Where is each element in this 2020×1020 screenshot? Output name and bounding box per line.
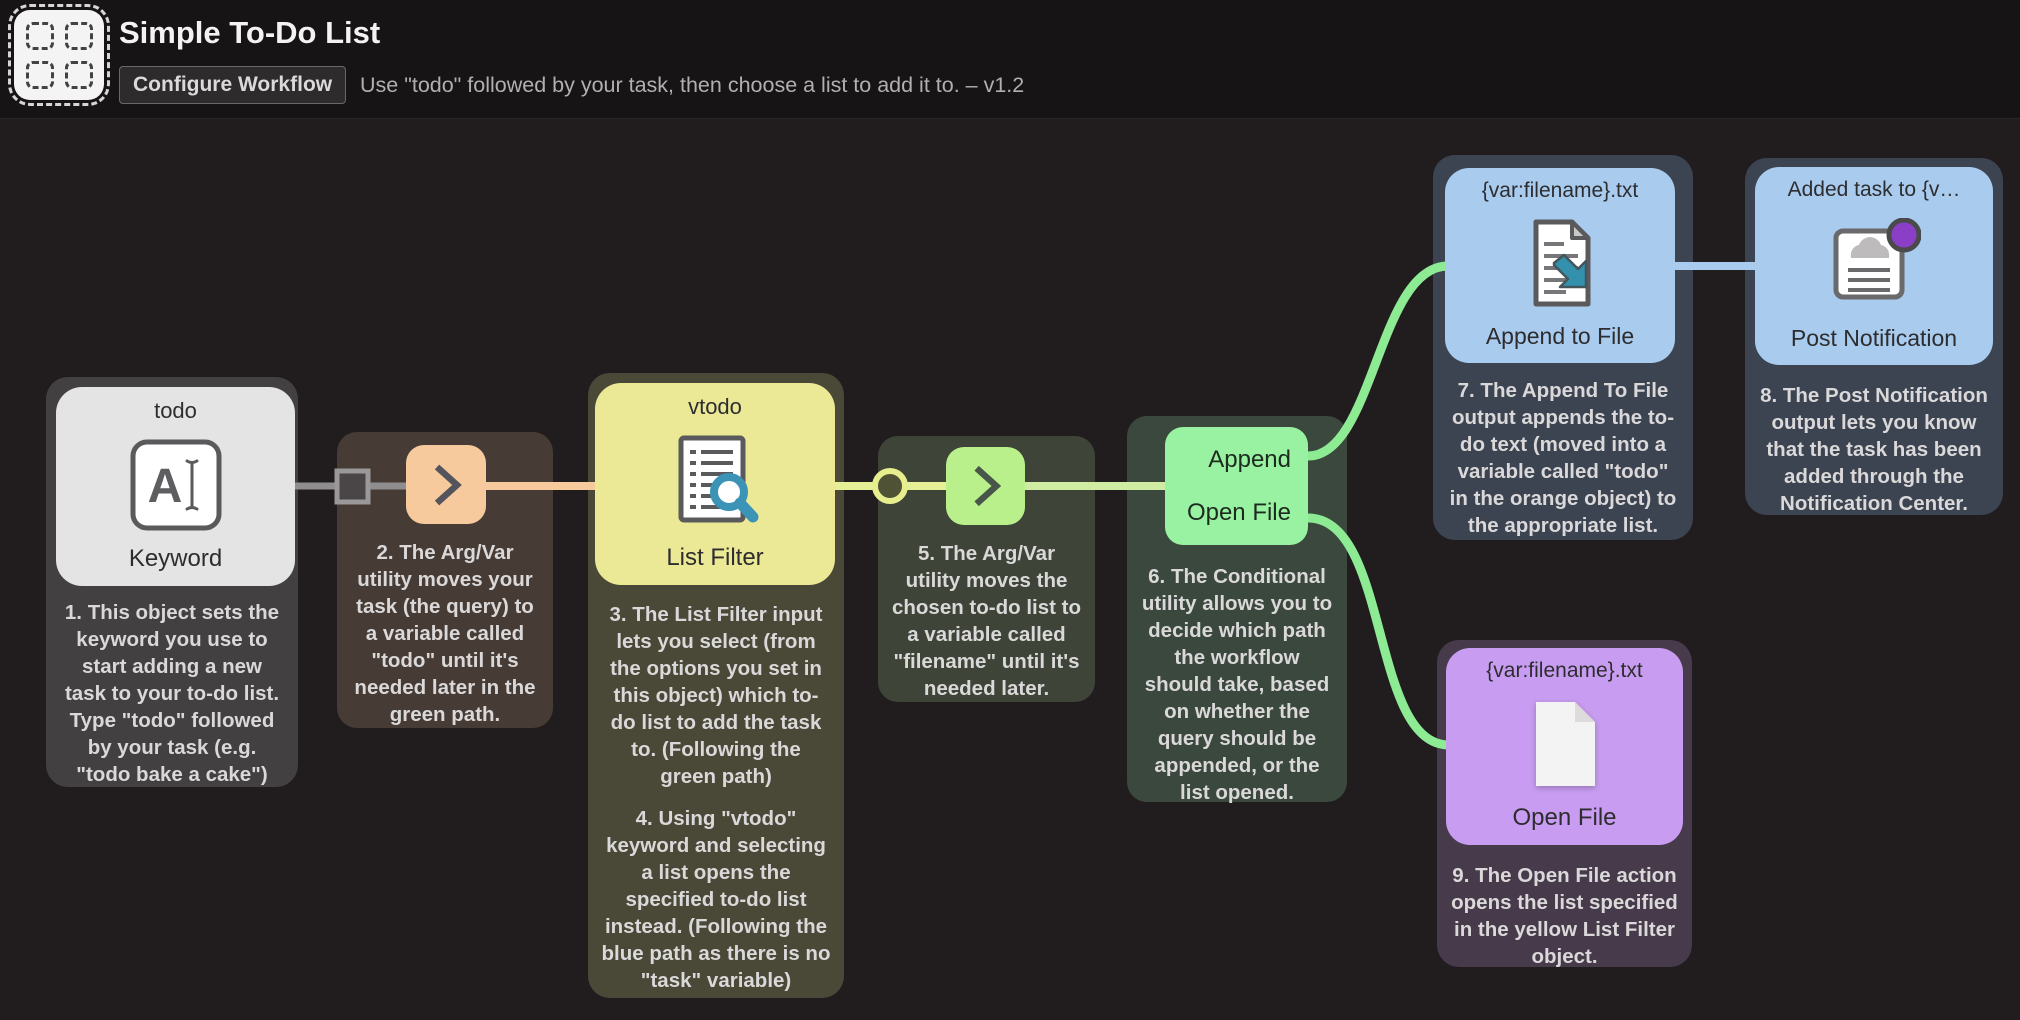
append-to-file-icon (1533, 219, 1591, 307)
note-9: 9. The Open File action opens the list s… (1451, 864, 1678, 968)
note-4: 4. Using "vtodo" keyword and selecting a… (601, 807, 831, 992)
node-title: vtodo (688, 394, 742, 419)
append-to-file-node[interactable]: {var:filename}.txt Append to File (1445, 168, 1675, 363)
file-icon (1535, 701, 1595, 786)
post-notification-node[interactable]: Added task to {v… Post Notification (1755, 167, 1993, 365)
node-type-label: Open File (1512, 804, 1617, 831)
node-type-label: Keyword (128, 545, 223, 572)
note-3: 3. The List Filter input lets you select… (609, 603, 823, 788)
node-title: todo (154, 398, 197, 423)
note-8: 8. The Post Notification output lets you… (1760, 384, 1988, 515)
note-2: 2. The Arg/Var utility moves your task (… (354, 541, 536, 726)
chevron-right-icon (974, 465, 1002, 507)
node-type-label: Append to File (1485, 323, 1635, 349)
note-6: 6. The Conditional utility allows you to… (1141, 565, 1333, 804)
argvar-todo-node[interactable] (406, 445, 486, 524)
conditional-node[interactable]: Append Open File (1165, 427, 1308, 545)
open-file-node[interactable]: {var:filename}.txt Open File (1446, 648, 1683, 845)
branch-open-file[interactable]: Open File (1186, 498, 1291, 526)
post-notification-icon (1833, 217, 1921, 299)
argvar-filename-group: 5. The Arg/Var utility moves the chosen … (878, 436, 1095, 702)
grid-square-icon (25, 60, 54, 89)
list-filter-node[interactable]: vtodo List Filter (595, 383, 835, 585)
node-title: {var:filename}.txt (1481, 179, 1639, 202)
node-type-label: Post Notification (1790, 325, 1958, 351)
configure-workflow-button[interactable]: Configure Workflow (119, 66, 347, 104)
svg-text:A: A (147, 460, 182, 513)
page-title: Simple To-Do List (119, 15, 381, 50)
grid-square-icon (64, 60, 93, 89)
workflow-header: Simple To-Do List Configure Workflow Use… (0, 0, 2020, 119)
keyword-icon: A (130, 439, 221, 530)
grid-square-icon (25, 21, 54, 50)
branch-append[interactable]: Append (1208, 445, 1291, 473)
chevron-right-icon (434, 464, 462, 505)
list-filter-icon (678, 435, 759, 523)
node-type-label: List Filter (666, 544, 764, 571)
note-5: 5. The Arg/Var utility moves the chosen … (891, 542, 1082, 700)
note-1: 1. This object sets the keyword you use … (64, 601, 280, 786)
argvar-filename-node[interactable] (946, 447, 1025, 525)
node-title: Added task to {v… (1787, 178, 1961, 201)
note-7: 7. The Append To File output appends the… (1449, 379, 1677, 537)
grid-square-icon (64, 21, 93, 50)
workflow-description: Use "todo" followed by your task, then c… (360, 73, 1025, 97)
node-title: {var:filename}.txt (1486, 659, 1643, 682)
keyword-node[interactable]: todo A Keyword (56, 387, 295, 586)
workflow-grid-icon (8, 4, 110, 106)
